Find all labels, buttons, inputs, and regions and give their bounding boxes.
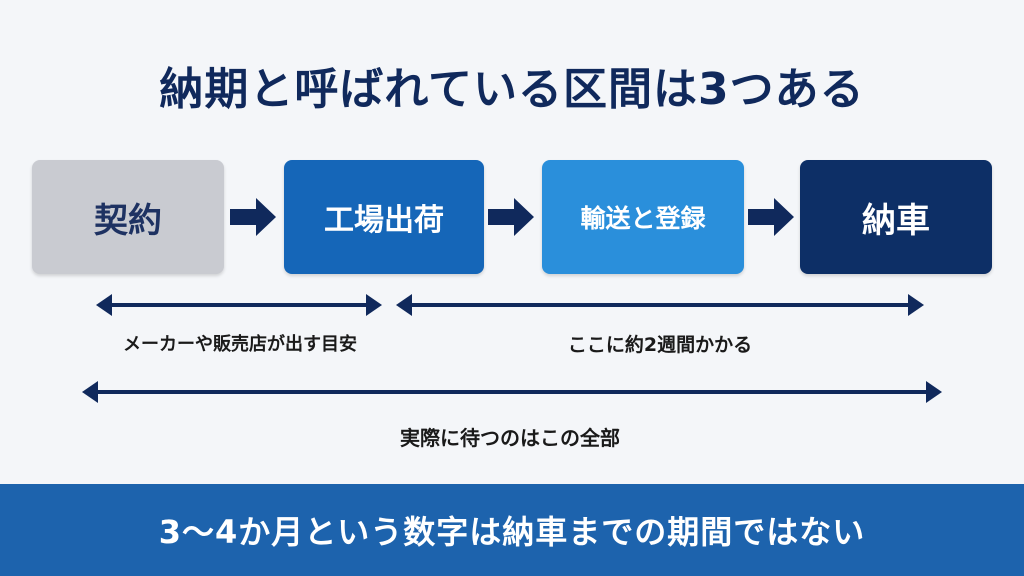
span-label-estimate: メーカーや販売店が出す目安: [123, 334, 357, 355]
step-label: 輸送と登録: [580, 204, 706, 233]
span-label-total: 実際に待つのはこの全部: [400, 426, 620, 450]
conclusion-banner: 3〜4か月という数字は納車までの期間ではない: [0, 484, 1024, 576]
span-arrow-estimate-icon: [96, 294, 382, 316]
flow-arrow-icon: [230, 198, 276, 236]
step-label: 工場出荷: [324, 203, 444, 238]
step-factory-shipment: 工場出荷: [284, 160, 484, 274]
span-arrows: [82, 294, 942, 403]
step-transport-registration: 輸送と登録: [542, 160, 744, 274]
step-contract: 契約: [32, 160, 224, 274]
page-title: 納期と呼ばれている区間は3つある: [159, 64, 865, 115]
span-label-transport: ここに約2週間かかる: [567, 334, 753, 356]
span-arrow-total-icon: [82, 381, 942, 403]
flow-arrow-icon: [748, 198, 794, 236]
banner-text: 3〜4か月という数字は納車までの期間ではない: [158, 513, 866, 551]
span-arrow-transport-icon: [396, 294, 924, 316]
flow-arrow-icon: [488, 198, 534, 236]
step-label: 納車: [862, 200, 930, 241]
step-label: 契約: [94, 200, 162, 241]
step-delivery: 納車: [800, 160, 992, 274]
